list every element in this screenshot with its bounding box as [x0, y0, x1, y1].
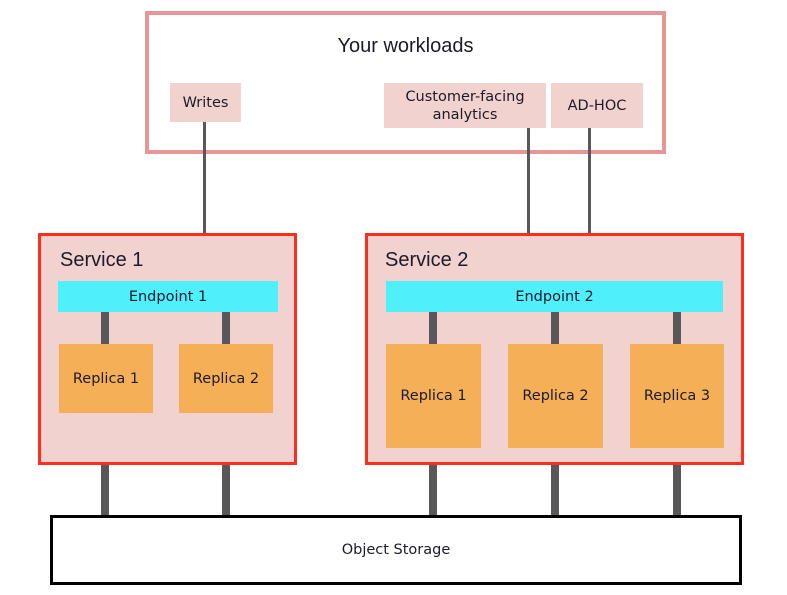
service-2-replica-1-label: Replica 1	[400, 388, 467, 404]
service-1-replica-1[interactable]: Replica 1	[59, 344, 153, 413]
workloads-container	[145, 11, 666, 154]
endpoint-2-label: Endpoint 2	[515, 288, 594, 305]
workload-box-customer-facing-analytics[interactable]: Customer-facing analytics	[384, 83, 546, 128]
endpoint-1[interactable]: Endpoint 1	[58, 281, 278, 312]
service-1-replica-2[interactable]: Replica 2	[179, 344, 273, 413]
connector-endpoint-2-to-replica-3	[673, 311, 681, 345]
connector-service-2-replica-1-to-storage	[429, 430, 437, 518]
service-1-replica-2-label: Replica 2	[192, 370, 260, 387]
connector-endpoint-2-to-replica-2	[551, 311, 559, 345]
connector-endpoint-1-to-replica-2	[222, 311, 230, 345]
arrow-ad-hoc-to-endpoint-2-line	[588, 128, 591, 259]
workload-box-ad-hoc[interactable]: AD-HOC	[551, 83, 643, 128]
workloads-title: Your workloads	[337, 35, 474, 57]
endpoint-1-label: Endpoint 1	[128, 288, 208, 305]
connector-service-2-replica-2-to-storage	[551, 430, 559, 518]
arrow-customer-facing-analytics-to-endpoint-2-line	[527, 128, 530, 259]
service-2-replica-2[interactable]: Replica 2	[508, 344, 603, 448]
object-storage-box[interactable]: Object Storage	[50, 515, 742, 585]
service-1-replica-1-label: Replica 1	[72, 370, 140, 387]
service-2-replica-1[interactable]: Replica 1	[386, 344, 481, 448]
service-2-replica-3[interactable]: Replica 3	[630, 344, 724, 448]
endpoint-2[interactable]: Endpoint 2	[386, 281, 723, 312]
workload-box-writes[interactable]: Writes	[170, 83, 241, 122]
workload-box-ad-hoc-label: AD-HOC	[567, 97, 627, 114]
arrow-writes-to-endpoint-1-line	[203, 122, 206, 257]
connector-endpoint-2-to-replica-1	[429, 311, 437, 345]
workload-box-customer-facing-analytics-label: Customer-facing analytics	[405, 88, 525, 123]
service-2-replica-2-label: Replica 2	[522, 388, 589, 404]
connector-service-2-replica-3-to-storage	[673, 430, 681, 518]
service-2-replica-3-label: Replica 3	[643, 388, 711, 404]
service-2-label: Service 2	[385, 249, 469, 271]
connector-endpoint-1-to-replica-1	[101, 311, 109, 345]
service-1-label: Service 1	[60, 249, 144, 271]
workload-box-writes-label: Writes	[182, 94, 229, 111]
object-storage-label: Object Storage	[341, 542, 451, 558]
